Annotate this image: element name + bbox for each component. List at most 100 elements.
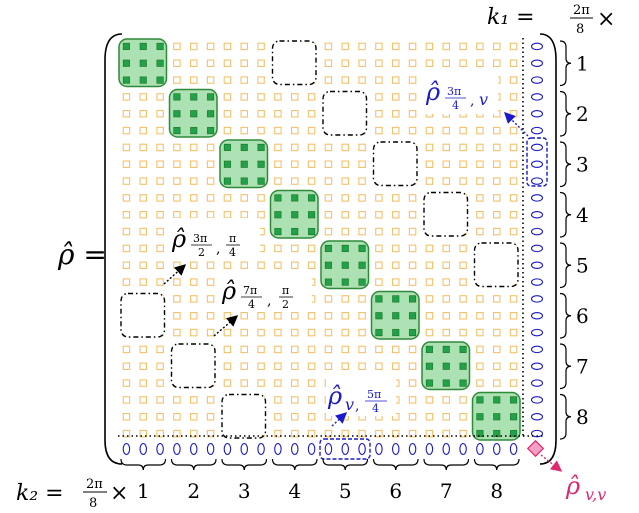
grid-square — [324, 59, 333, 67]
grid-square — [375, 429, 383, 438]
k2-frac-num: 2π — [86, 477, 103, 492]
block-element — [324, 261, 332, 269]
grid-square — [509, 177, 518, 185]
grid-square — [442, 177, 450, 185]
block-element — [476, 430, 484, 438]
grid-square — [257, 328, 265, 337]
grid-square — [173, 59, 181, 67]
grid-square — [190, 328, 198, 337]
grid-square — [274, 177, 282, 185]
grid-square — [156, 110, 164, 118]
grid-square — [274, 328, 282, 337]
block-element — [375, 295, 383, 303]
coherence-block — [372, 141, 418, 187]
svg-text:ρ̂: ρ̂ — [171, 225, 186, 253]
grid-square — [476, 345, 484, 354]
grid-square — [156, 261, 164, 269]
grid-square — [459, 143, 467, 152]
corner-element-marker — [526, 439, 545, 458]
grid-square — [173, 295, 181, 303]
block-element — [476, 396, 484, 404]
grid-square — [324, 160, 333, 169]
grid-square — [190, 160, 198, 169]
grid-square — [408, 59, 417, 67]
k1-label: k₁ = — [487, 5, 535, 30]
grid-square — [341, 177, 349, 185]
grid-square — [223, 362, 232, 370]
grid-square — [122, 396, 131, 404]
grid-square — [492, 311, 501, 320]
grid-square — [274, 412, 282, 421]
grid-square — [173, 160, 181, 169]
vacuum-element — [530, 42, 544, 51]
grid-square — [173, 42, 181, 51]
block-element — [425, 362, 433, 370]
block-element — [257, 177, 265, 185]
vacuum-element — [530, 126, 544, 135]
block-element — [442, 379, 450, 387]
svg-text:4: 4 — [452, 99, 459, 112]
grid-square — [139, 379, 148, 387]
grid-square — [324, 211, 333, 219]
rho-equals-label: ρ̂ = — [57, 238, 107, 271]
block-element — [425, 345, 433, 353]
vacuum-element — [530, 194, 544, 202]
vacuum-element — [530, 76, 544, 84]
grid-square — [442, 42, 450, 51]
grid-square — [240, 311, 249, 320]
grid-square — [139, 93, 148, 101]
grid-square — [425, 126, 434, 135]
grid-square — [290, 110, 299, 118]
grid-square — [391, 194, 400, 202]
svg-text:π: π — [282, 284, 289, 297]
grid-square — [391, 227, 400, 236]
grid-square — [257, 211, 265, 219]
block-element — [341, 278, 349, 286]
grid-square — [122, 412, 131, 421]
grid-square — [223, 211, 232, 219]
grid-square — [492, 345, 501, 354]
grid-square — [240, 362, 249, 370]
vacuum-element — [530, 227, 544, 236]
grid-square — [223, 345, 232, 354]
grid-square — [156, 412, 164, 421]
grid-square — [190, 311, 198, 320]
grid-square — [206, 295, 215, 303]
grid-square — [425, 328, 434, 337]
grid-square — [122, 160, 131, 169]
block-element — [223, 143, 231, 151]
grid-square — [408, 93, 417, 101]
grid-square — [324, 345, 333, 354]
column-brace — [473, 458, 520, 471]
grid-square — [156, 93, 164, 101]
grid-square — [173, 143, 181, 152]
block-element — [291, 211, 299, 219]
grid-square — [425, 160, 434, 169]
svg-text:2: 2 — [282, 298, 289, 311]
grid-square — [173, 328, 181, 337]
grid-square — [358, 295, 366, 303]
block-element — [358, 244, 366, 252]
grid-square — [425, 42, 434, 51]
vacuum-element — [530, 362, 544, 370]
block-element — [324, 244, 332, 252]
grid-square — [240, 76, 249, 84]
grid-square — [459, 126, 467, 135]
grid-square — [257, 379, 265, 387]
grid-square — [257, 362, 265, 370]
grid-square — [425, 143, 434, 152]
block-element — [207, 93, 215, 101]
grid-square — [375, 194, 383, 202]
grid-square — [341, 194, 349, 202]
highlight-box — [319, 438, 371, 460]
vacuum-element — [530, 59, 544, 67]
grid-square — [509, 42, 518, 51]
annotation-rho-vv: ρ̂ v,v — [526, 439, 606, 504]
grid-square — [240, 379, 249, 387]
grid-square — [173, 412, 181, 421]
column-brace — [372, 458, 419, 471]
grid-square — [139, 362, 148, 370]
grid-square — [375, 126, 383, 135]
grid-square — [190, 396, 198, 404]
grid-square — [122, 126, 131, 135]
